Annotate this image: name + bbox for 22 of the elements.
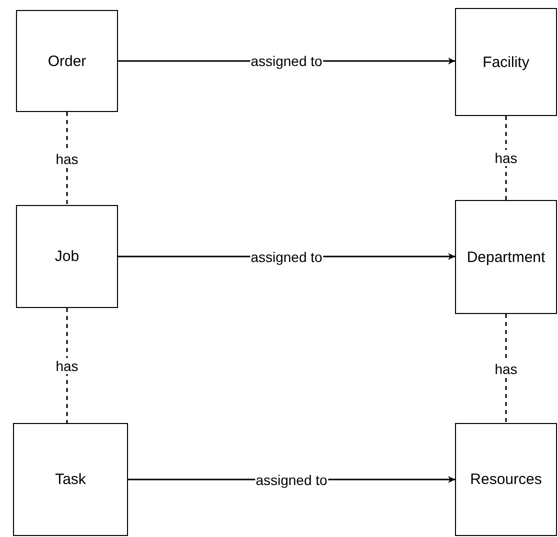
entity-box xyxy=(13,423,128,536)
entity-name: Department xyxy=(466,248,546,266)
entity-name: Resources xyxy=(470,471,542,488)
entity-name: Order xyxy=(48,52,86,70)
edge-label: has xyxy=(494,150,518,166)
entity-box xyxy=(16,205,118,308)
edge-label: has xyxy=(54,358,80,374)
connector xyxy=(66,308,68,423)
edge-label: assigned to xyxy=(254,472,328,488)
entity-name: Task xyxy=(55,471,86,488)
entity-name: Job xyxy=(54,248,80,265)
edge-label: has xyxy=(494,360,518,376)
connector xyxy=(505,314,507,423)
edge-label: assigned to xyxy=(250,53,324,69)
connector xyxy=(505,116,507,200)
entity-box xyxy=(16,10,118,112)
entity-name: Facility xyxy=(482,54,530,70)
entity-box xyxy=(455,8,557,116)
entity-box xyxy=(455,423,557,536)
edge-label: has xyxy=(54,150,80,166)
entity-box xyxy=(455,200,557,314)
edge-label: assigned to xyxy=(250,248,324,264)
